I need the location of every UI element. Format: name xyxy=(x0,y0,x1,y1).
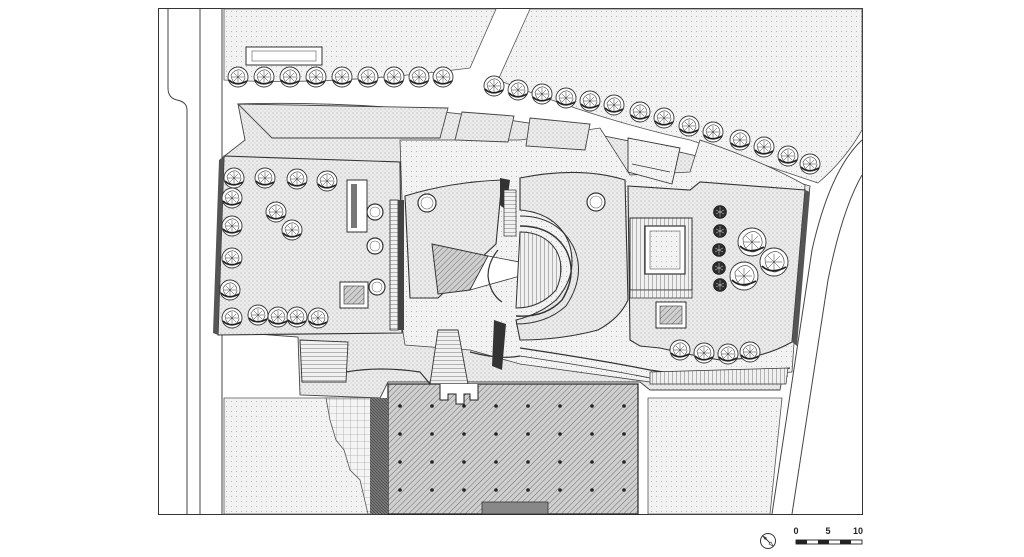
tree-icon xyxy=(254,167,276,189)
column-dot xyxy=(462,432,466,436)
tree-icon xyxy=(408,66,430,88)
column-dot xyxy=(622,404,626,408)
tree-icon xyxy=(717,343,739,365)
scale-tick-5: 5 xyxy=(825,526,830,536)
shrub-icon xyxy=(713,224,727,238)
column-dot xyxy=(622,460,626,464)
tree-icon xyxy=(219,279,241,301)
column-dot xyxy=(526,432,530,436)
tree-icon xyxy=(357,66,379,88)
tree-icon xyxy=(432,66,454,88)
column-dot xyxy=(462,488,466,492)
tree-icon xyxy=(267,306,289,328)
tree-icon xyxy=(221,247,243,269)
tree-icon xyxy=(507,79,529,101)
left-parterre xyxy=(213,155,404,336)
tree-icon xyxy=(279,66,301,88)
column-dot xyxy=(494,404,498,408)
column-dot xyxy=(590,488,594,492)
tree-icon xyxy=(223,167,245,189)
column-dot xyxy=(462,460,466,464)
tree-icon xyxy=(759,247,789,277)
tree-icon xyxy=(383,66,405,88)
tree-icon xyxy=(729,129,751,151)
shrub-icon xyxy=(712,261,726,275)
tree-icon xyxy=(286,168,308,190)
shrub-icon xyxy=(712,243,726,257)
column-dot xyxy=(526,460,530,464)
column-dot xyxy=(590,404,594,408)
tree-icon xyxy=(777,145,799,167)
tree-icon xyxy=(729,261,759,291)
tree-icon xyxy=(253,66,275,88)
column-dot xyxy=(590,432,594,436)
column-dot xyxy=(558,488,562,492)
column-dot xyxy=(398,488,402,492)
tree-icon xyxy=(286,306,308,328)
column-dot xyxy=(622,432,626,436)
tree-icon xyxy=(247,304,269,326)
column-dot xyxy=(462,404,466,408)
tree-icon xyxy=(307,307,329,329)
scale-tick-10: 10 xyxy=(853,526,863,536)
column-dot xyxy=(622,488,626,492)
tree-icon xyxy=(331,66,353,88)
column-dot xyxy=(430,460,434,464)
tree-icon xyxy=(753,136,775,158)
center-parterre xyxy=(404,171,629,370)
tree-icon xyxy=(221,215,243,237)
scale-tick-0: 0 xyxy=(793,526,798,536)
tree-icon xyxy=(739,341,761,363)
column-dot xyxy=(398,404,402,408)
tree-icon xyxy=(669,339,691,361)
column-dot xyxy=(398,460,402,464)
building xyxy=(370,383,639,515)
shrub-icon xyxy=(713,278,727,292)
tree-icon xyxy=(221,187,243,209)
tree-icon xyxy=(265,201,287,223)
column-dot xyxy=(526,404,530,408)
tree-icon xyxy=(316,170,338,192)
tree-icon xyxy=(227,66,249,88)
tree-icon xyxy=(737,227,767,257)
column-dot xyxy=(526,488,530,492)
tree-icon xyxy=(579,90,601,112)
scale-bar: 0 5 10 xyxy=(793,526,863,545)
tree-icon xyxy=(555,87,577,109)
tree-icon xyxy=(629,101,651,123)
tree-icon xyxy=(281,219,303,241)
tree-icon xyxy=(693,342,715,364)
shrub-icon xyxy=(713,205,727,219)
tree-icon xyxy=(799,153,821,175)
column-dot xyxy=(398,432,402,436)
column-dot xyxy=(558,432,562,436)
column-dot xyxy=(430,432,434,436)
tree-icon xyxy=(678,115,700,137)
tree-icon xyxy=(221,307,243,329)
column-dot xyxy=(590,460,594,464)
tree-icon xyxy=(531,83,553,105)
column-dot xyxy=(494,432,498,436)
tree-icon xyxy=(702,121,724,143)
tree-icon xyxy=(653,107,675,129)
tree-icon xyxy=(305,66,327,88)
tree-icon xyxy=(483,75,505,97)
north-arrow-icon xyxy=(760,533,776,549)
column-dot xyxy=(558,404,562,408)
column-dot xyxy=(430,488,434,492)
tree-icon xyxy=(603,94,625,116)
column-dot xyxy=(494,488,498,492)
column-dot xyxy=(558,460,562,464)
column-dot xyxy=(430,404,434,408)
column-dot xyxy=(494,460,498,464)
